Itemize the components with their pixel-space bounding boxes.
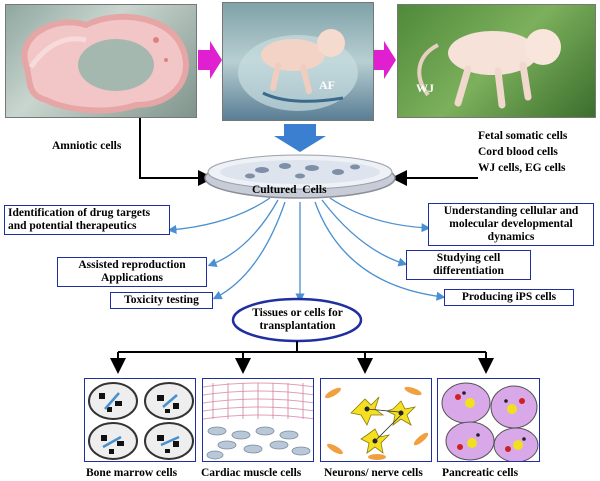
right-sources-label: Fetal somatic cells Cord blood cells WJ … xyxy=(478,128,567,176)
amniotic-membrane-drawing xyxy=(21,13,189,114)
link-understanding xyxy=(329,197,431,233)
bone-marrow-label: Bone marrow cells xyxy=(86,467,178,479)
cord-blood-cells-label: Cord blood cells xyxy=(478,146,558,158)
link-drug-targets xyxy=(167,197,271,234)
fetus-on-leaves-drawing xyxy=(417,29,561,109)
understanding-dynamics-box: Understanding cellular and molecular dev… xyxy=(428,203,594,246)
link-assisted-reproduction xyxy=(207,199,279,267)
magenta-arrow-2 xyxy=(374,41,396,79)
magenta-arrow-1 xyxy=(198,41,222,79)
wj-tag: WJ xyxy=(416,81,434,95)
petri-dish-drawing xyxy=(204,154,396,199)
cardiac-muscle-label: Cardiac muscle cells xyxy=(201,467,302,479)
af-tag: AF xyxy=(319,78,335,92)
pancreatic-illustration xyxy=(437,378,540,462)
neurons-illustration xyxy=(320,378,432,462)
link-differentiation xyxy=(321,199,408,267)
bone-marrow-illustration xyxy=(84,378,196,462)
fetus-in-fluid-drawing xyxy=(238,29,358,111)
fetal-somatic-cells-label: Fetal somatic cells xyxy=(478,130,568,142)
ips-cells-box: Producing iPS cells xyxy=(444,289,574,306)
transplant-label: Tissues or cells for transplantation xyxy=(252,307,343,332)
amniotic-cells-label: Amniotic cells xyxy=(52,140,122,152)
pancreatic-label: Pancreatic cells xyxy=(442,467,519,479)
amniotic-connector xyxy=(139,118,214,186)
wj-eg-cells-label: WJ cells, EG cells xyxy=(478,162,566,174)
toxicity-testing-box: Toxicity testing xyxy=(110,292,213,309)
drug-targets-box: Identification of drug targets and poten… xyxy=(4,205,170,235)
amniotic-fluid-fetus-photo: AF xyxy=(222,2,374,121)
wharton-jelly-fetus-photo: WJ xyxy=(397,4,596,118)
cultured-cells-label: Cultured Cells xyxy=(252,184,327,196)
amniotic-membrane-photo xyxy=(5,4,197,118)
blue-down-arrow xyxy=(274,124,326,152)
assisted-reproduction-box: Assisted reproduction Applications xyxy=(57,257,207,287)
neurons-label: Neurons/ nerve cells xyxy=(324,467,423,479)
link-ips xyxy=(314,201,446,301)
link-toxicity xyxy=(212,201,286,300)
cardiac-muscle-illustration xyxy=(202,378,314,462)
cell-differentiation-box: Studying cell differentiation xyxy=(406,250,531,280)
